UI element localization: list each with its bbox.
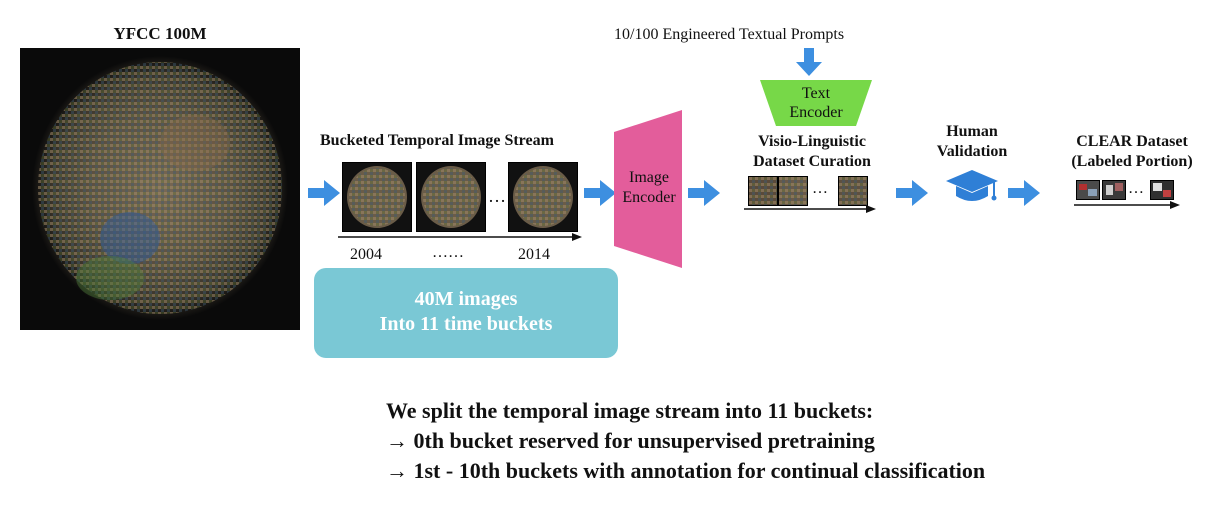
labeled-thumbnail [1102, 180, 1126, 200]
yfcc-mosaic-image [20, 48, 300, 330]
clear-title: CLEAR Dataset (Labeled Portion) [1050, 132, 1214, 172]
source-title: YFCC 100M [113, 24, 207, 43]
image-encoder-shape [614, 110, 684, 275]
image-encoder-label: Image Encoder [614, 168, 684, 208]
arrow-right-icon [896, 180, 928, 206]
graduation-cap-icon [944, 168, 1000, 211]
clear-ellipsis: … [1128, 180, 1144, 197]
text-encoder-line1: Text [801, 85, 831, 102]
arrow-down-icon [796, 48, 822, 76]
year-dots: …… [432, 244, 464, 261]
stream-ellipsis: … [488, 186, 506, 206]
clear-line2: (Labeled Portion) [1071, 153, 1193, 170]
curation-title: Visio-Linguistic Dataset Curation [726, 132, 898, 172]
bucket-thumbnail [416, 162, 486, 232]
arrow-right-icon [1008, 180, 1040, 206]
prompts-label: 10/100 Engineered Textual Prompts [614, 26, 845, 43]
timeline-axis [338, 230, 582, 249]
text-encoder-label: Text Encoder [760, 84, 872, 122]
bucket-thumbnail [342, 162, 412, 232]
arrow-right-icon [584, 180, 616, 206]
image-encoder-line2: Encoder [622, 189, 676, 206]
labeled-thumbnail [1150, 180, 1174, 200]
caption-line3: → 1st - 10th buckets with annotation for… [386, 458, 986, 483]
curation-ellipsis: … [812, 180, 828, 197]
image-encoder-line1: Image [629, 169, 669, 186]
callout-line2: Into 11 time buckets [379, 313, 553, 335]
clear-axis [1074, 198, 1180, 216]
curated-thumbnail [838, 176, 868, 206]
caption-line2: → 0th bucket reserved for unsupervised p… [386, 428, 875, 453]
clear-line1: CLEAR Dataset [1076, 133, 1188, 150]
mosaic-pattern [32, 56, 288, 320]
validation-line2: Validation [936, 143, 1008, 160]
caption: We split the temporal image stream into … [386, 396, 985, 486]
arrow-right-icon [308, 180, 340, 206]
callout-box: 40M images Into 11 time buckets [314, 268, 618, 358]
curation-axis [744, 202, 876, 220]
curation-line2: Dataset Curation [753, 153, 871, 170]
curated-thumbnail [748, 176, 778, 206]
caption-line1: We split the temporal image stream into … [386, 398, 874, 423]
curation-line1: Visio-Linguistic [758, 133, 866, 150]
labeled-thumbnail [1076, 180, 1100, 200]
stream-title: Bucketed Temporal Image Stream [320, 132, 554, 149]
curated-thumbnail [778, 176, 808, 206]
bucket-thumbnail [508, 162, 578, 232]
callout-line1: 40M images [414, 288, 518, 310]
validation-title: Human Validation [924, 122, 1020, 162]
year-end: 2014 [518, 246, 550, 263]
arrow-right-icon [688, 180, 720, 206]
text-encoder-line2: Encoder [789, 104, 843, 121]
year-start: 2004 [350, 246, 382, 263]
text-encoder-shape [760, 80, 872, 131]
validation-line1: Human [946, 123, 998, 140]
